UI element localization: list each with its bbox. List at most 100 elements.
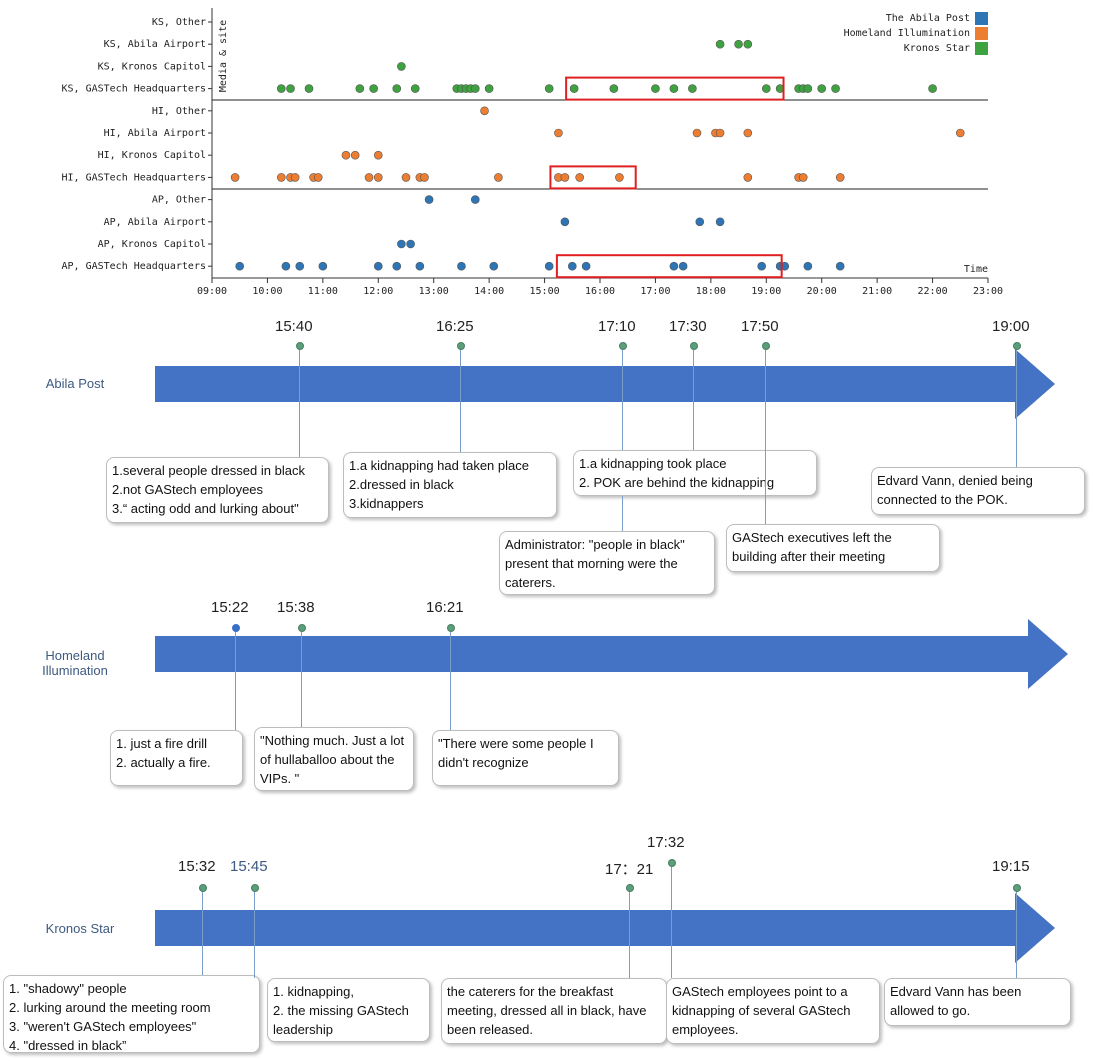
timeline-arrow	[155, 893, 1055, 963]
x-tick-label: 19:00	[751, 286, 781, 297]
data-point	[743, 128, 753, 138]
highlight-box	[565, 76, 785, 101]
data-point	[955, 128, 965, 138]
timeline-arrow-shape	[155, 893, 1055, 963]
data-point	[803, 84, 813, 93]
data-point	[734, 39, 743, 49]
event-dot	[1013, 884, 1021, 892]
event-time: 19:15	[992, 858, 1030, 875]
event-time: 15:32	[178, 858, 216, 875]
event-dot	[619, 342, 627, 350]
data-point	[369, 84, 378, 93]
data-point	[688, 84, 697, 93]
data-point	[318, 261, 328, 271]
event-stem	[202, 890, 203, 975]
y-axis-title: Media & site	[218, 20, 229, 92]
x-tick-label: 23:00	[973, 286, 1003, 297]
y-tick-label: AP, Kronos Capitol	[98, 239, 206, 250]
event-stem	[693, 348, 694, 450]
event-note: 1. just a fire drill 2. actually a fire.	[110, 730, 243, 786]
event-note: GAStech executives left the building aft…	[726, 524, 940, 572]
data-point	[609, 84, 619, 93]
data-point	[798, 173, 808, 182]
x-tick-label: 12:00	[363, 286, 393, 297]
y-tick-label: HI, GASTech Headquarters	[62, 172, 207, 183]
event-time: 17:50	[741, 318, 779, 335]
event-dot	[447, 624, 455, 632]
timeline-name: Abila Post	[45, 376, 105, 391]
data-point	[276, 173, 286, 182]
data-point	[281, 261, 291, 271]
data-point	[470, 195, 480, 204]
data-point	[397, 62, 406, 71]
event-time: 15:40	[275, 318, 313, 335]
x-tick-label: 09:00	[197, 286, 227, 297]
event-time: 17:32	[647, 834, 685, 851]
x-tick-label: 11:00	[308, 286, 338, 297]
event-note: 1. "shadowy" people 2. lurking around th…	[3, 975, 260, 1053]
y-tick-label: KS, GASTech Headquarters	[62, 84, 207, 95]
data-point	[831, 84, 840, 93]
y-tick-label: KS, Kronos Capitol	[98, 61, 206, 72]
timeline-arrow	[155, 619, 1068, 689]
event-time: 19:00	[992, 318, 1030, 335]
legend-label: The Abila Post	[886, 13, 970, 24]
data-point	[817, 84, 827, 93]
event-note: GAStech employees point to a kidnapping …	[666, 978, 880, 1044]
x-tick-label: 10:00	[252, 286, 282, 297]
data-point	[230, 173, 240, 182]
timeline-name: Homeland Illumination	[42, 648, 108, 678]
event-stem	[450, 630, 451, 730]
timeline-arrow-shape	[155, 349, 1055, 419]
data-point	[743, 39, 753, 49]
event-dot	[199, 884, 207, 892]
data-point	[304, 84, 314, 93]
data-point	[373, 173, 383, 182]
event-note: 1.a kidnapping took place 2. POK are beh…	[573, 450, 817, 496]
event-stem	[254, 890, 255, 978]
event-stem	[622, 496, 623, 531]
event-note: "There were some people I didn't recogni…	[432, 730, 619, 786]
event-stem	[299, 348, 300, 457]
data-point	[669, 261, 679, 271]
data-point	[235, 261, 245, 271]
data-point	[489, 261, 499, 271]
data-point	[544, 261, 554, 271]
event-note: "Nothing much. Just a lot of hullaballoo…	[254, 727, 414, 791]
data-point	[835, 261, 845, 271]
y-tick-label: HI, Other	[152, 106, 206, 117]
data-point	[470, 84, 480, 93]
legend-swatch	[975, 42, 988, 55]
data-point	[406, 239, 415, 249]
data-point	[392, 84, 402, 93]
data-point	[457, 261, 466, 271]
data-point	[397, 239, 406, 249]
data-point	[544, 84, 554, 93]
y-tick-label: AP, Other	[152, 195, 206, 206]
data-point	[373, 261, 383, 271]
y-tick-label: HI, Abila Airport	[104, 128, 206, 139]
event-dot	[762, 342, 770, 350]
legend-swatch	[975, 12, 988, 25]
event-note: 1.a kidnapping had taken place 2.dressed…	[343, 452, 557, 518]
x-tick-label: 17:00	[640, 286, 670, 297]
data-point	[410, 84, 420, 93]
event-dot	[251, 884, 259, 892]
event-time: 17：21	[605, 861, 654, 878]
y-tick-label: KS, Other	[152, 17, 206, 28]
event-note: Edvard Vann, denied being connected to t…	[871, 467, 1085, 515]
highlight-box	[549, 165, 637, 190]
legend-swatch	[975, 27, 988, 40]
event-stem	[301, 630, 302, 727]
event-time: 15:45	[230, 858, 268, 875]
data-point	[494, 173, 503, 182]
data-point	[761, 84, 771, 93]
event-dot	[626, 884, 634, 892]
x-tick-label: 18:00	[696, 286, 726, 297]
event-dot	[298, 624, 306, 632]
data-point	[276, 84, 286, 93]
data-point	[350, 150, 360, 160]
event-dot	[296, 342, 304, 350]
data-point	[743, 173, 753, 182]
data-point	[651, 84, 660, 93]
